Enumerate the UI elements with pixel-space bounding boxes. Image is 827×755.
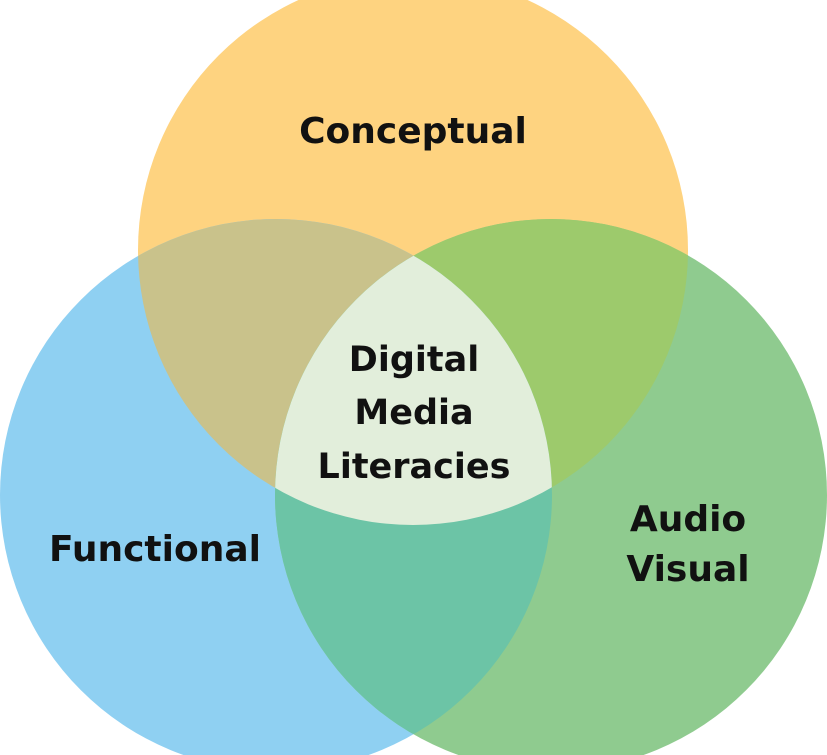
functional-label: Functional [49, 529, 261, 570]
conceptual-label: Conceptual [299, 111, 527, 152]
center-label-line-1: Digital [349, 340, 479, 380]
audio-label: Audio [630, 499, 746, 540]
visual-label: Visual [626, 549, 749, 590]
center-label-line-2: Media [354, 393, 473, 433]
center-label-line-3: Literacies [318, 447, 511, 487]
